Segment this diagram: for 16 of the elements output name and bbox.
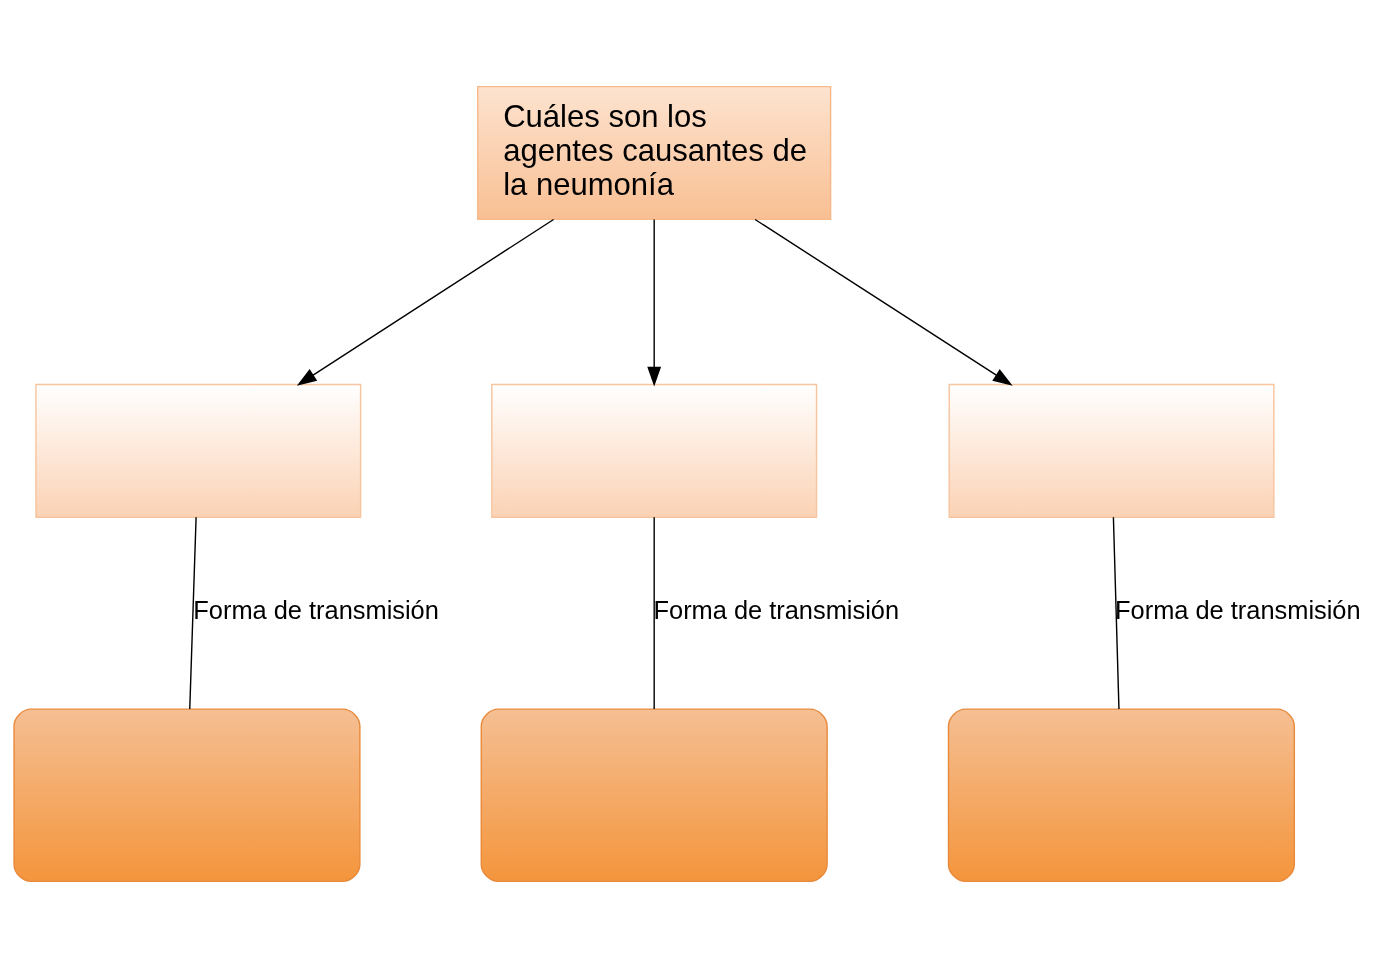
edge-label: Forma de transmisión bbox=[1115, 596, 1361, 625]
arrow bbox=[296, 218, 555, 386]
arrow bbox=[647, 218, 662, 387]
node-box bbox=[35, 383, 362, 518]
node-box bbox=[13, 708, 361, 883]
node-box bbox=[480, 708, 828, 883]
node-box bbox=[491, 383, 818, 518]
connector bbox=[653, 516, 655, 710]
edge-label: Forma de transmisión bbox=[193, 596, 439, 625]
edge-label: Forma de transmisión bbox=[653, 596, 900, 625]
node-box: Cuáles son los agentes causantes de la neumonía bbox=[477, 85, 832, 221]
connector bbox=[189, 516, 197, 710]
connector bbox=[1112, 516, 1120, 710]
arrow bbox=[754, 218, 1013, 386]
node-box bbox=[947, 708, 1296, 883]
node-box bbox=[948, 383, 1275, 518]
